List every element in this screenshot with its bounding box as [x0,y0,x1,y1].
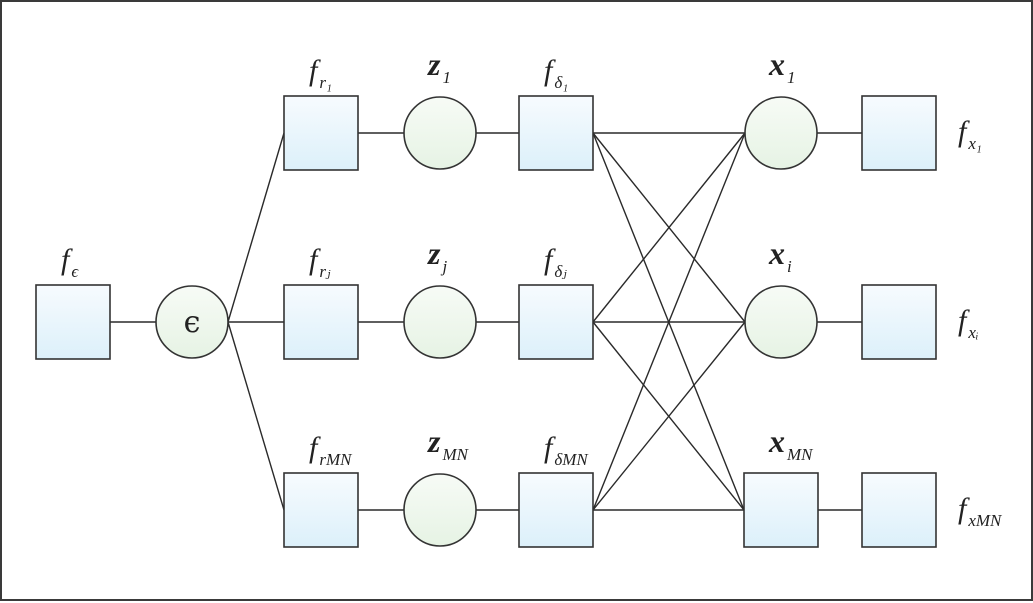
nodes-layer [35,95,937,548]
factor-node-f-xmn [861,472,937,548]
edge-f_dj-x1 [592,132,746,323]
factor-node-f-r1 [283,95,359,171]
edges-layer [110,132,862,511]
factor-node-f-d1 [518,95,594,171]
factor-node-f-rj [283,284,359,360]
variable-node-x1 [744,96,818,170]
factor-node-f-rmn [283,472,359,548]
factor-node-f-dj [518,284,594,360]
variable-node-z1 [403,96,477,170]
factor-node-f-x1 [861,95,937,171]
edge-eps-f_rMN [227,321,285,511]
edge-eps-f_r1 [227,132,285,323]
edge-f_dMN-x1 [592,132,746,511]
factor-node-xmn [743,472,819,548]
factor-node-f-eps [35,284,111,360]
variable-node-zj [403,285,477,359]
factor-node-f-dmn [518,472,594,548]
factor-node-f-xi [861,284,937,360]
variable-node-xi [744,285,818,359]
edge-f_dMN-xi [592,321,746,511]
variable-node-zmn [403,473,477,547]
node-glyph-eps: ϵ [184,305,201,340]
variable-node-eps [155,285,229,359]
